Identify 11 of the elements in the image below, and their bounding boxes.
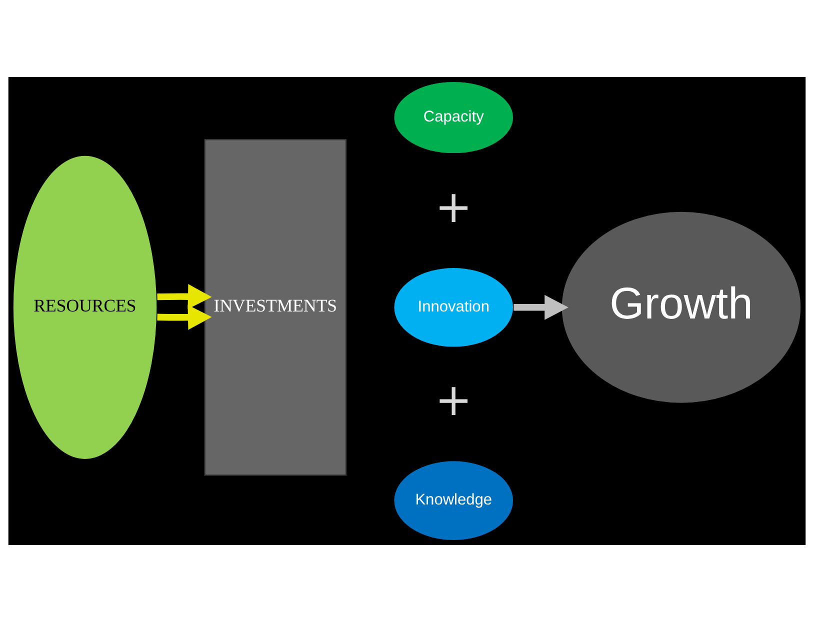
arrow bbox=[514, 294, 568, 320]
arrow bbox=[157, 304, 212, 330]
node-ellipse: Innovation bbox=[393, 266, 514, 348]
label: + bbox=[435, 181, 472, 232]
node-box: INVESTMENTS bbox=[204, 138, 346, 476]
arrow bbox=[157, 284, 212, 309]
node-ellipse: Knowledge bbox=[393, 460, 514, 541]
label: + bbox=[435, 374, 472, 426]
node-ellipse: Growth bbox=[560, 210, 802, 404]
node-ellipse: RESOURCES bbox=[12, 154, 158, 460]
node-ellipse: Capacity bbox=[393, 80, 514, 154]
